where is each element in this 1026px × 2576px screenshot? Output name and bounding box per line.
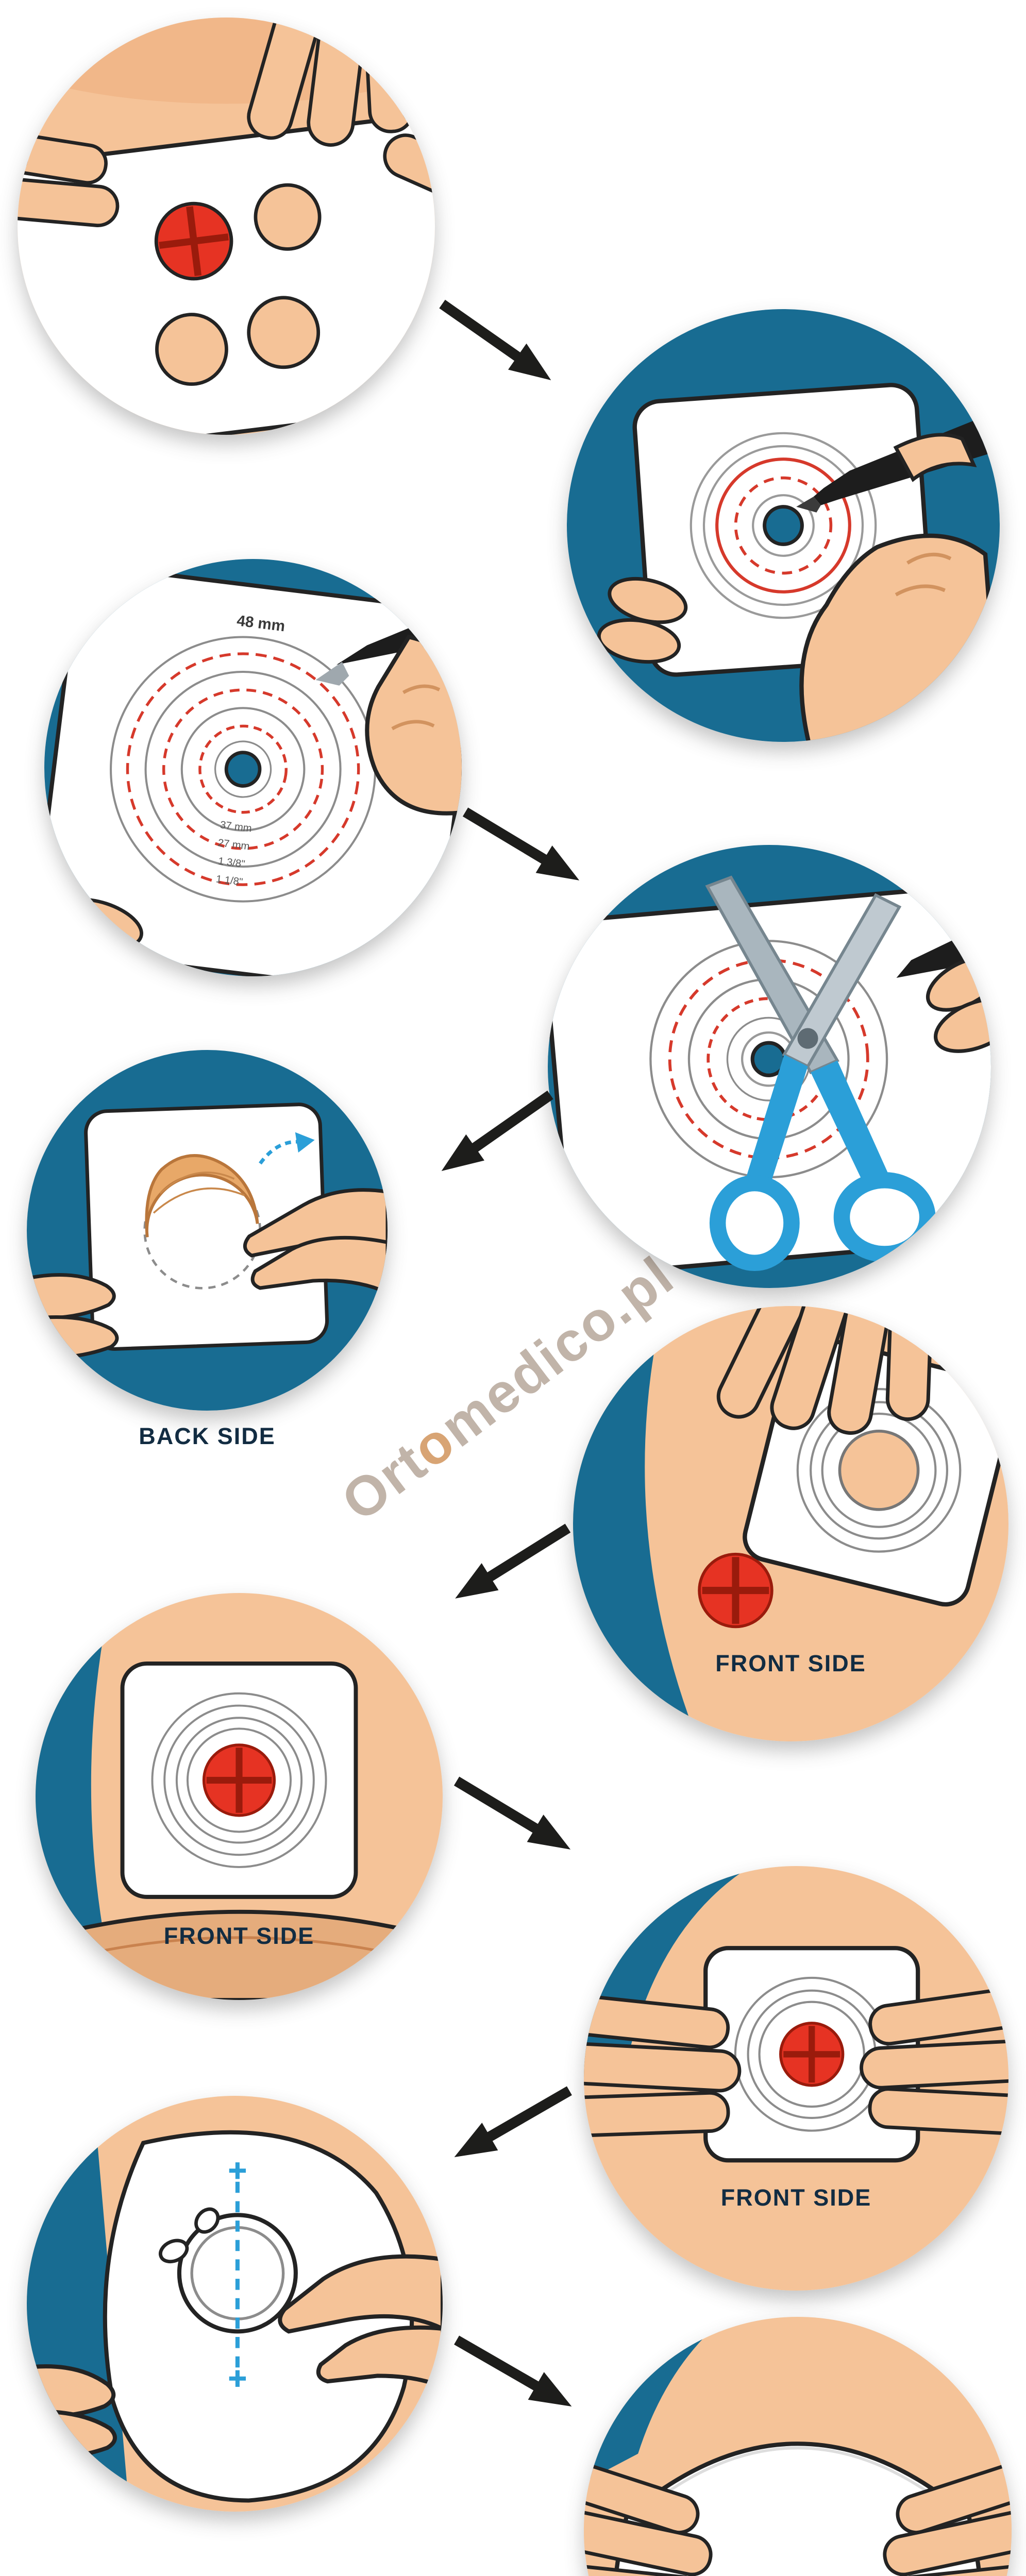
step-2-illustration: [567, 309, 1000, 742]
center-hole: [763, 505, 804, 546]
waistband-fold: [87, 1936, 394, 1956]
arrow-6-icon: [444, 2075, 578, 2174]
step-3: 48 mm 37 mm 27 mm 1 3/8" 1 1/8": [44, 559, 462, 976]
front-side-label: FRONT SIDE: [163, 1922, 315, 1949]
step-6-illustration: [573, 1306, 1008, 1741]
peel-direction-arrow-icon: [259, 1140, 298, 1165]
step-5: [27, 1050, 388, 1411]
peel-direction-arrowhead-icon: [295, 1132, 315, 1153]
arrow-1-icon: [432, 289, 562, 395]
front-side-label: FRONT SIDE: [720, 2184, 872, 2211]
step-4-illustration: [548, 845, 991, 1288]
left-hand: [584, 2455, 713, 2576]
template-hole: [155, 313, 228, 386]
baseplate-front: [120, 1661, 358, 1899]
stoma-cross: [159, 206, 229, 276]
measurement-rings: [689, 432, 877, 619]
alignment-plus-marks: [229, 2162, 246, 2387]
arrow-2-icon: [456, 796, 590, 896]
right-hand-peeling: [243, 1188, 388, 1295]
step-9: [27, 2096, 443, 2512]
back-side-label: BACK SIDE: [139, 1423, 276, 1449]
waistband: [74, 1909, 407, 2000]
stoma-cross: [206, 1748, 272, 1813]
template-hole: [247, 296, 321, 369]
front-side-label: FRONT SIDE: [715, 1650, 866, 1676]
step-3-illustration: 48 mm 37 mm 27 mm 1 3/8" 1 1/8": [44, 559, 462, 976]
arrow-3-icon: [430, 1080, 561, 1186]
step-2: [567, 309, 1000, 742]
step-1: [18, 18, 435, 435]
right-hand: [883, 2455, 1012, 2576]
plate-rings: [151, 1692, 327, 1868]
flange-ring: [159, 2207, 298, 2334]
step-9-illustration: [27, 2096, 443, 2512]
left-hand: [18, 127, 120, 227]
stoma-cross: [702, 1557, 769, 1624]
pouch-highlight: [668, 2446, 927, 2492]
arrow-7-icon: [448, 2325, 582, 2423]
left-fingertips: [597, 577, 688, 664]
measurement-rings: [110, 636, 377, 903]
left-hand: [584, 1993, 742, 2138]
scissors-icon: [705, 875, 936, 1272]
step-6: FRONT SIDE: [573, 1306, 1008, 1741]
template-hole: [254, 183, 322, 251]
teal-body-contour: [573, 1306, 698, 1741]
arrow-4-icon: [445, 1513, 578, 1614]
step-5-illustration: [27, 1050, 388, 1411]
arrow-5-icon: [447, 1766, 581, 1866]
step-8-illustration: [584, 1866, 1008, 2291]
step-4: [548, 845, 991, 1288]
right-hand-pressing: [278, 2254, 443, 2389]
step-7-illustration: [36, 1593, 443, 2000]
step-7: FRONT SIDE: [36, 1593, 443, 2000]
step-10-illustration: [584, 2317, 1012, 2576]
step-10: [584, 2317, 1012, 2576]
center-hole: [224, 751, 262, 788]
step-1-illustration: [18, 18, 435, 435]
plate-hole: [838, 1430, 920, 1511]
stoma-cross: [783, 2026, 840, 2083]
right-hand: [860, 1985, 1008, 2137]
step-8: FRONT SIDE: [584, 1866, 1008, 2291]
backing-texture: [153, 1172, 245, 1214]
